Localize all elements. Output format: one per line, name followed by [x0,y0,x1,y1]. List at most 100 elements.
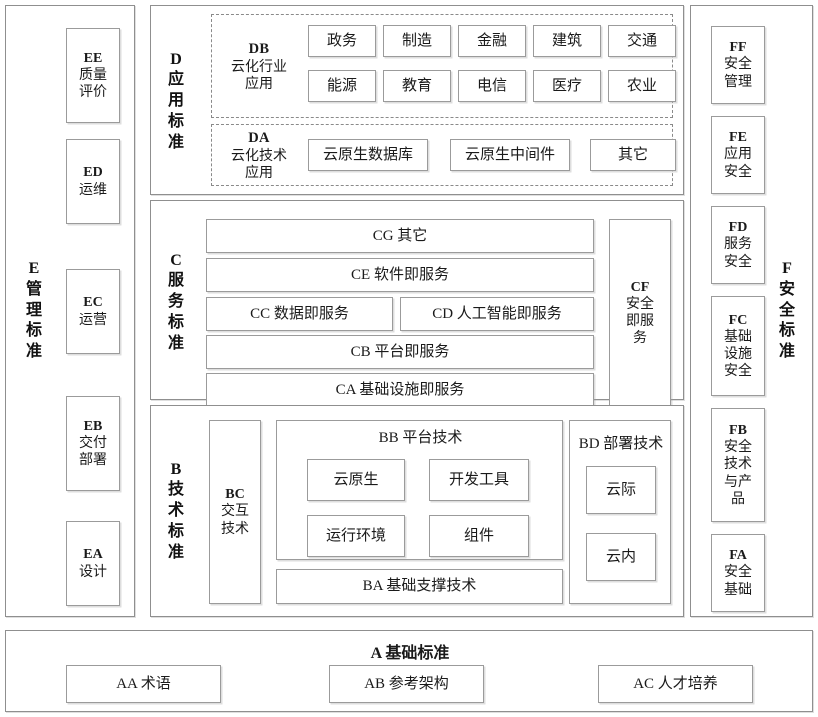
db-item-manufacturing[interactable]: 制造 [383,25,451,57]
bd-item-intra-cloud[interactable]: 云内 [586,533,656,581]
item-eb-line-1: 部署 [79,453,107,469]
item-ee-quality-evaluation[interactable]: EE 质量 评价 [66,28,120,123]
item-ab-reference-architecture[interactable]: AB 参考架构 [329,665,484,703]
layer-cg-other[interactable]: CG 其它 [206,219,594,253]
section-f-label-char-4: 准 [778,343,795,361]
section-b-label: B 技 术 标 准 [159,454,193,569]
section-d-application-standards: D 应 用 标 准 DB 云化行业 应用 政务 制造 金融 建筑 交通 能源 教… [150,5,684,195]
section-f-label-char-3: 标 [778,322,795,340]
item-fa-security-fundamentals[interactable]: FA 安全 基础 [711,534,765,612]
da-item-cloud-native-middleware-label: 云原生中间件 [464,146,555,163]
layer-cf-line-1: 即服 [626,314,654,329]
da-item-cloud-native-middleware[interactable]: 云原生中间件 [450,139,570,171]
layer-cb-label: CB 平台即服务 [350,343,450,360]
layer-cc-data-as-a-service[interactable]: CC 数据即服务 [206,297,393,331]
group-bd-label-text: BD 部署技术 [578,436,664,452]
item-fe-line-1: 安全 [724,164,752,180]
item-fa-code: FA [729,548,747,564]
item-ea-code: EA [83,547,103,563]
section-c-service-standards: C 服 务 标 准 CG 其它 CE 软件即服务 CC 数据即服务 CD 人工智… [150,200,684,407]
item-fd-service-security[interactable]: FD 服务 安全 [711,206,765,284]
section-a-title: A 基础标准 [6,639,814,663]
item-ac-talent-development[interactable]: AC 人才培养 [598,665,753,703]
group-ba-basic-support-technology[interactable]: BA 基础支撑技术 [276,569,563,604]
db-item-healthcare[interactable]: 医疗 [533,70,601,102]
bb-item-components-label: 组件 [463,527,494,544]
bd-item-intra-cloud-label: 云内 [605,548,636,565]
item-ea-design[interactable]: EA 设计 [66,521,120,606]
group-db-code: DB [248,41,270,58]
section-e-label-char-3: 标 [25,322,42,340]
layer-cb-platform-as-a-service[interactable]: CB 平台即服务 [206,335,594,369]
section-e-label-char-4: 准 [25,343,42,361]
db-item-construction[interactable]: 建筑 [533,25,601,57]
section-f-security-standards: F 安 全 标 准 FF 安全 管理 FE 应用 安全 FD 服务 安全 FC … [690,5,813,617]
da-item-cloud-native-database[interactable]: 云原生数据库 [308,139,428,171]
bb-item-dev-tools-label: 开发工具 [448,471,509,488]
bb-item-components[interactable]: 组件 [429,515,529,557]
layer-ca-infrastructure-as-a-service[interactable]: CA 基础设施即服务 [206,373,594,407]
group-da-line-1: 应用 [245,166,273,182]
db-item-education[interactable]: 教育 [383,70,451,102]
item-ec-code: EC [83,295,103,311]
group-bb-platform-technology: BB 平台技术 云原生 开发工具 运行环境 组件 [276,420,563,560]
item-fb-line-1: 技术 [724,457,752,473]
item-ec-operations[interactable]: EC 运营 [66,269,120,354]
db-item-agriculture-label: 农业 [626,77,657,94]
item-fc-code: FC [728,312,748,328]
item-fc-line-2: 安全 [724,364,752,380]
db-item-transportation[interactable]: 交通 [608,25,676,57]
item-fe-application-security[interactable]: FE 应用 安全 [711,116,765,194]
section-a-foundation-standards: A 基础标准 AA 术语 AB 参考架构 AC 人才培养 [5,630,813,712]
section-e-label-char-1: 管 [25,280,42,298]
db-item-finance-label: 金融 [476,32,507,49]
item-aa-terminology-label: AA 术语 [116,675,171,692]
layer-cf-security-as-a-service[interactable]: CF 安全 即服 务 [609,219,671,407]
group-db-line-1: 应用 [245,77,273,93]
section-e-label-char-2: 理 [25,301,42,319]
db-item-telecom[interactable]: 电信 [458,70,526,102]
layer-ce-software-as-a-service[interactable]: CE 软件即服务 [206,258,594,292]
db-item-transportation-label: 交通 [626,32,657,49]
item-aa-terminology[interactable]: AA 术语 [66,665,221,703]
group-bd-label: BD 部署技术 [570,435,672,453]
item-eb-delivery-deployment[interactable]: EB 交付 部署 [66,396,120,491]
item-ed-operation-maintenance[interactable]: ED 运维 [66,139,120,224]
item-ab-reference-architecture-label: AB 参考架构 [364,675,449,692]
item-ff-line-0: 安全 [724,57,752,73]
section-d-label-char-0: D [170,50,182,68]
section-c-label: C 服 务 标 准 [159,245,193,360]
item-eb-code: EB [83,418,103,434]
layer-ca-label: CA 基础设施即服务 [335,381,465,398]
db-item-agriculture[interactable]: 农业 [608,70,676,102]
section-b-label-char-1: 技 [167,481,184,499]
bd-item-inter-cloud[interactable]: 云际 [586,466,656,514]
bb-item-runtime-environment-label: 运行环境 [325,527,386,544]
item-ec-line-0: 运营 [79,312,107,328]
item-fc-infrastructure-security[interactable]: FC 基础 设施 安全 [711,296,765,396]
item-fb-code: FB [729,423,747,439]
db-item-finance[interactable]: 金融 [458,25,526,57]
section-c-label-char-1: 服 [167,272,184,290]
group-bb-label-text: BB 平台技术 [378,430,463,446]
group-da-label: DA 云化技术 应用 [216,127,302,185]
group-da-line-0: 云化技术 [231,148,287,164]
item-fb-security-technology-products[interactable]: FB 安全 技术 与产 品 [711,408,765,522]
item-fd-line-1: 安全 [724,254,752,270]
item-ff-security-management[interactable]: FF 安全 管理 [711,26,765,104]
bb-item-runtime-environment[interactable]: 运行环境 [307,515,405,557]
item-fe-code: FE [729,130,747,146]
section-e-management-standards: E 管 理 标 准 EE 质量 评价 ED 运维 EC 运营 EB 交付 部署 … [5,5,135,617]
group-bb-label: BB 平台技术 [277,429,564,447]
bb-item-dev-tools[interactable]: 开发工具 [429,459,529,501]
layer-cd-ai-as-a-service[interactable]: CD 人工智能即服务 [400,297,594,331]
da-item-other[interactable]: 其它 [590,139,676,171]
item-ff-line-1: 管理 [724,74,752,90]
group-da-cloud-technology-applications: DA 云化技术 应用 云原生数据库 云原生中间件 其它 [211,124,676,186]
item-fa-line-1: 基础 [724,582,752,598]
db-item-energy[interactable]: 能源 [308,70,376,102]
item-fd-code: FD [728,220,748,236]
bb-item-cloud-native[interactable]: 云原生 [307,459,405,501]
db-item-governance[interactable]: 政务 [308,25,376,57]
group-bc-interaction-technology[interactable]: BC 交互 技术 [209,420,261,604]
